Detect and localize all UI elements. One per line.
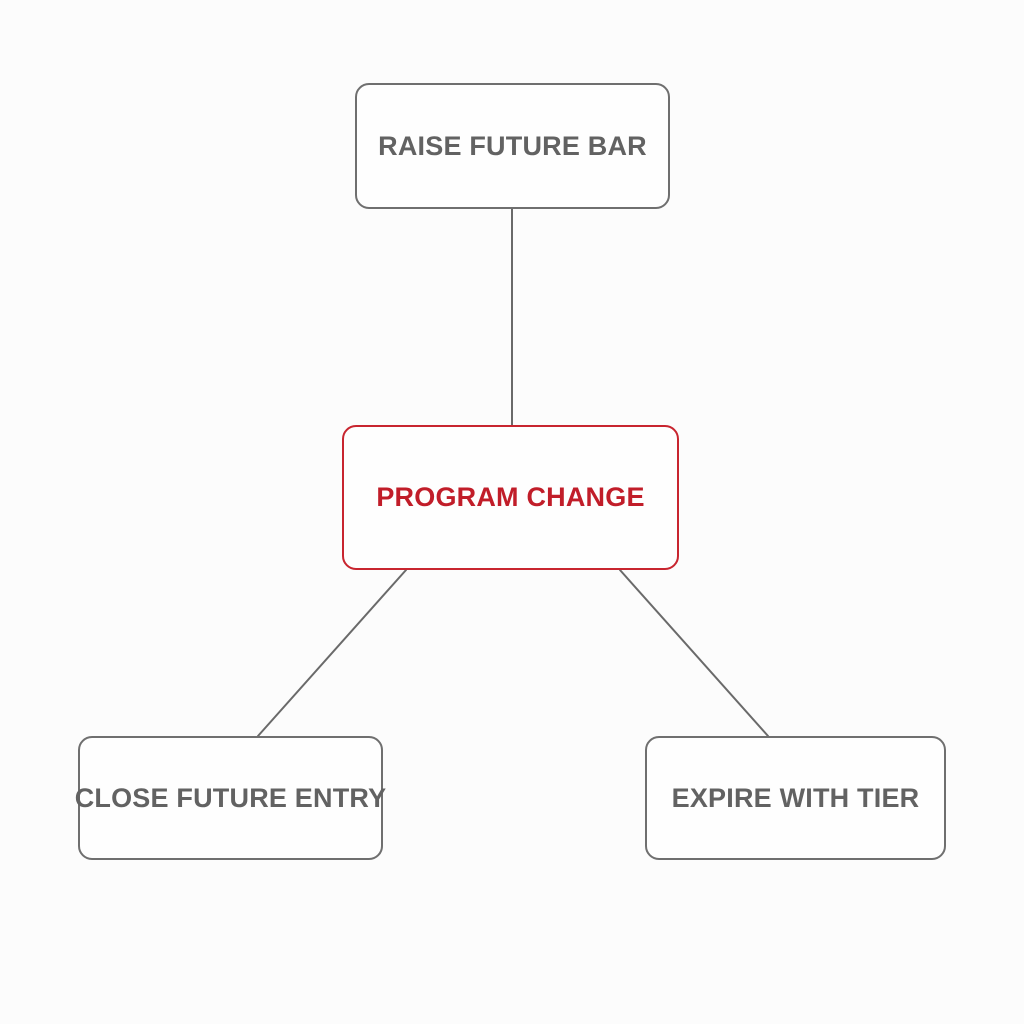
- node-program-change: PROGRAM CHANGE: [342, 425, 679, 570]
- node-label-bottom-left: CLOSE FUTURE ENTRY: [74, 782, 387, 813]
- node-label-bottom-right: EXPIRE WITH TIER: [671, 782, 920, 813]
- connector-center-to-bottom-left: [257, 569, 407, 737]
- node-label-top: RAISE FUTURE BAR: [378, 130, 647, 161]
- node-label-center: PROGRAM CHANGE: [376, 482, 645, 512]
- connector-center-to-bottom-right: [619, 569, 769, 737]
- node-raise-future-bar: RAISE FUTURE BAR: [355, 83, 670, 209]
- node-close-future-entry: CLOSE FUTURE ENTRY: [75, 736, 386, 860]
- node-expire-with-tier: EXPIRE WITH TIER: [645, 736, 946, 860]
